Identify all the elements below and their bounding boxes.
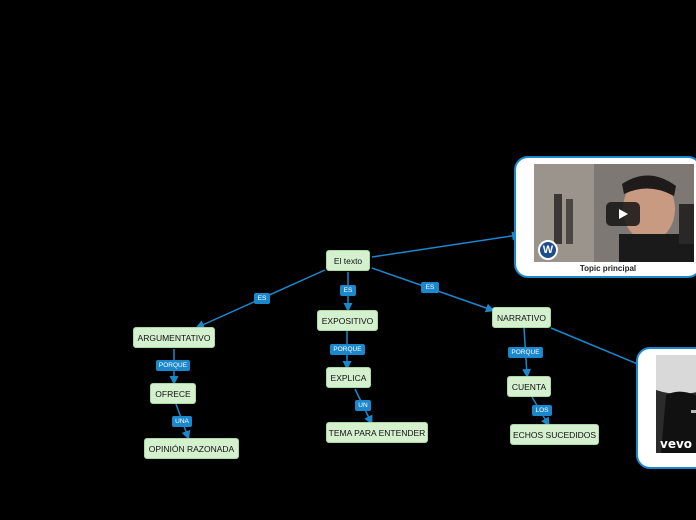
vevo-logo: vevo: [660, 437, 693, 451]
node-opinion-razonada[interactable]: OPINIÓN RAZONADA: [144, 438, 239, 459]
warner-logo-icon: W: [538, 240, 558, 260]
node-echos-sucedidos[interactable]: ECHOS SUCEDIDOS: [510, 424, 599, 445]
node-expositivo[interactable]: EXPOSITIVO: [317, 310, 378, 331]
edge-narrativo-video: [550, 327, 641, 366]
tag-porque-left: PORQUE: [156, 360, 190, 371]
node-el-texto[interactable]: El texto: [326, 250, 370, 271]
edge-root-topic: [371, 231, 521, 258]
tag-porque-right: PORQUE: [508, 347, 543, 358]
tag-los: LOS: [532, 405, 552, 416]
video-card[interactable]: vevo: [636, 347, 696, 469]
tag-un: UN: [355, 400, 371, 411]
tag-es-left: ES: [254, 293, 270, 304]
video-thumbnail[interactable]: W: [534, 164, 694, 262]
topic-principal-card[interactable]: W Topic principal: [514, 156, 696, 278]
node-cuenta[interactable]: CUENTA: [507, 376, 551, 397]
node-ofrece[interactable]: OFRECE: [150, 383, 196, 404]
tag-porque-mid: PORQUE: [330, 344, 365, 355]
video-thumbnail-2[interactable]: vevo: [656, 355, 696, 453]
topic-caption: Topic principal: [579, 264, 637, 273]
video-scene-image-2: [656, 355, 696, 453]
node-tema-para-entender[interactable]: TEMA PARA ENTENDER: [326, 422, 428, 443]
tag-es-mid: ES: [340, 285, 356, 296]
tag-una: UNA: [172, 416, 192, 427]
node-argumentativo[interactable]: ARGUMENTATIVO: [133, 327, 215, 348]
play-icon[interactable]: [606, 202, 640, 226]
node-narrativo[interactable]: NARRATIVO: [492, 307, 551, 328]
tag-es-right: ES: [421, 282, 439, 293]
node-explica[interactable]: EXPLICA: [326, 367, 371, 388]
